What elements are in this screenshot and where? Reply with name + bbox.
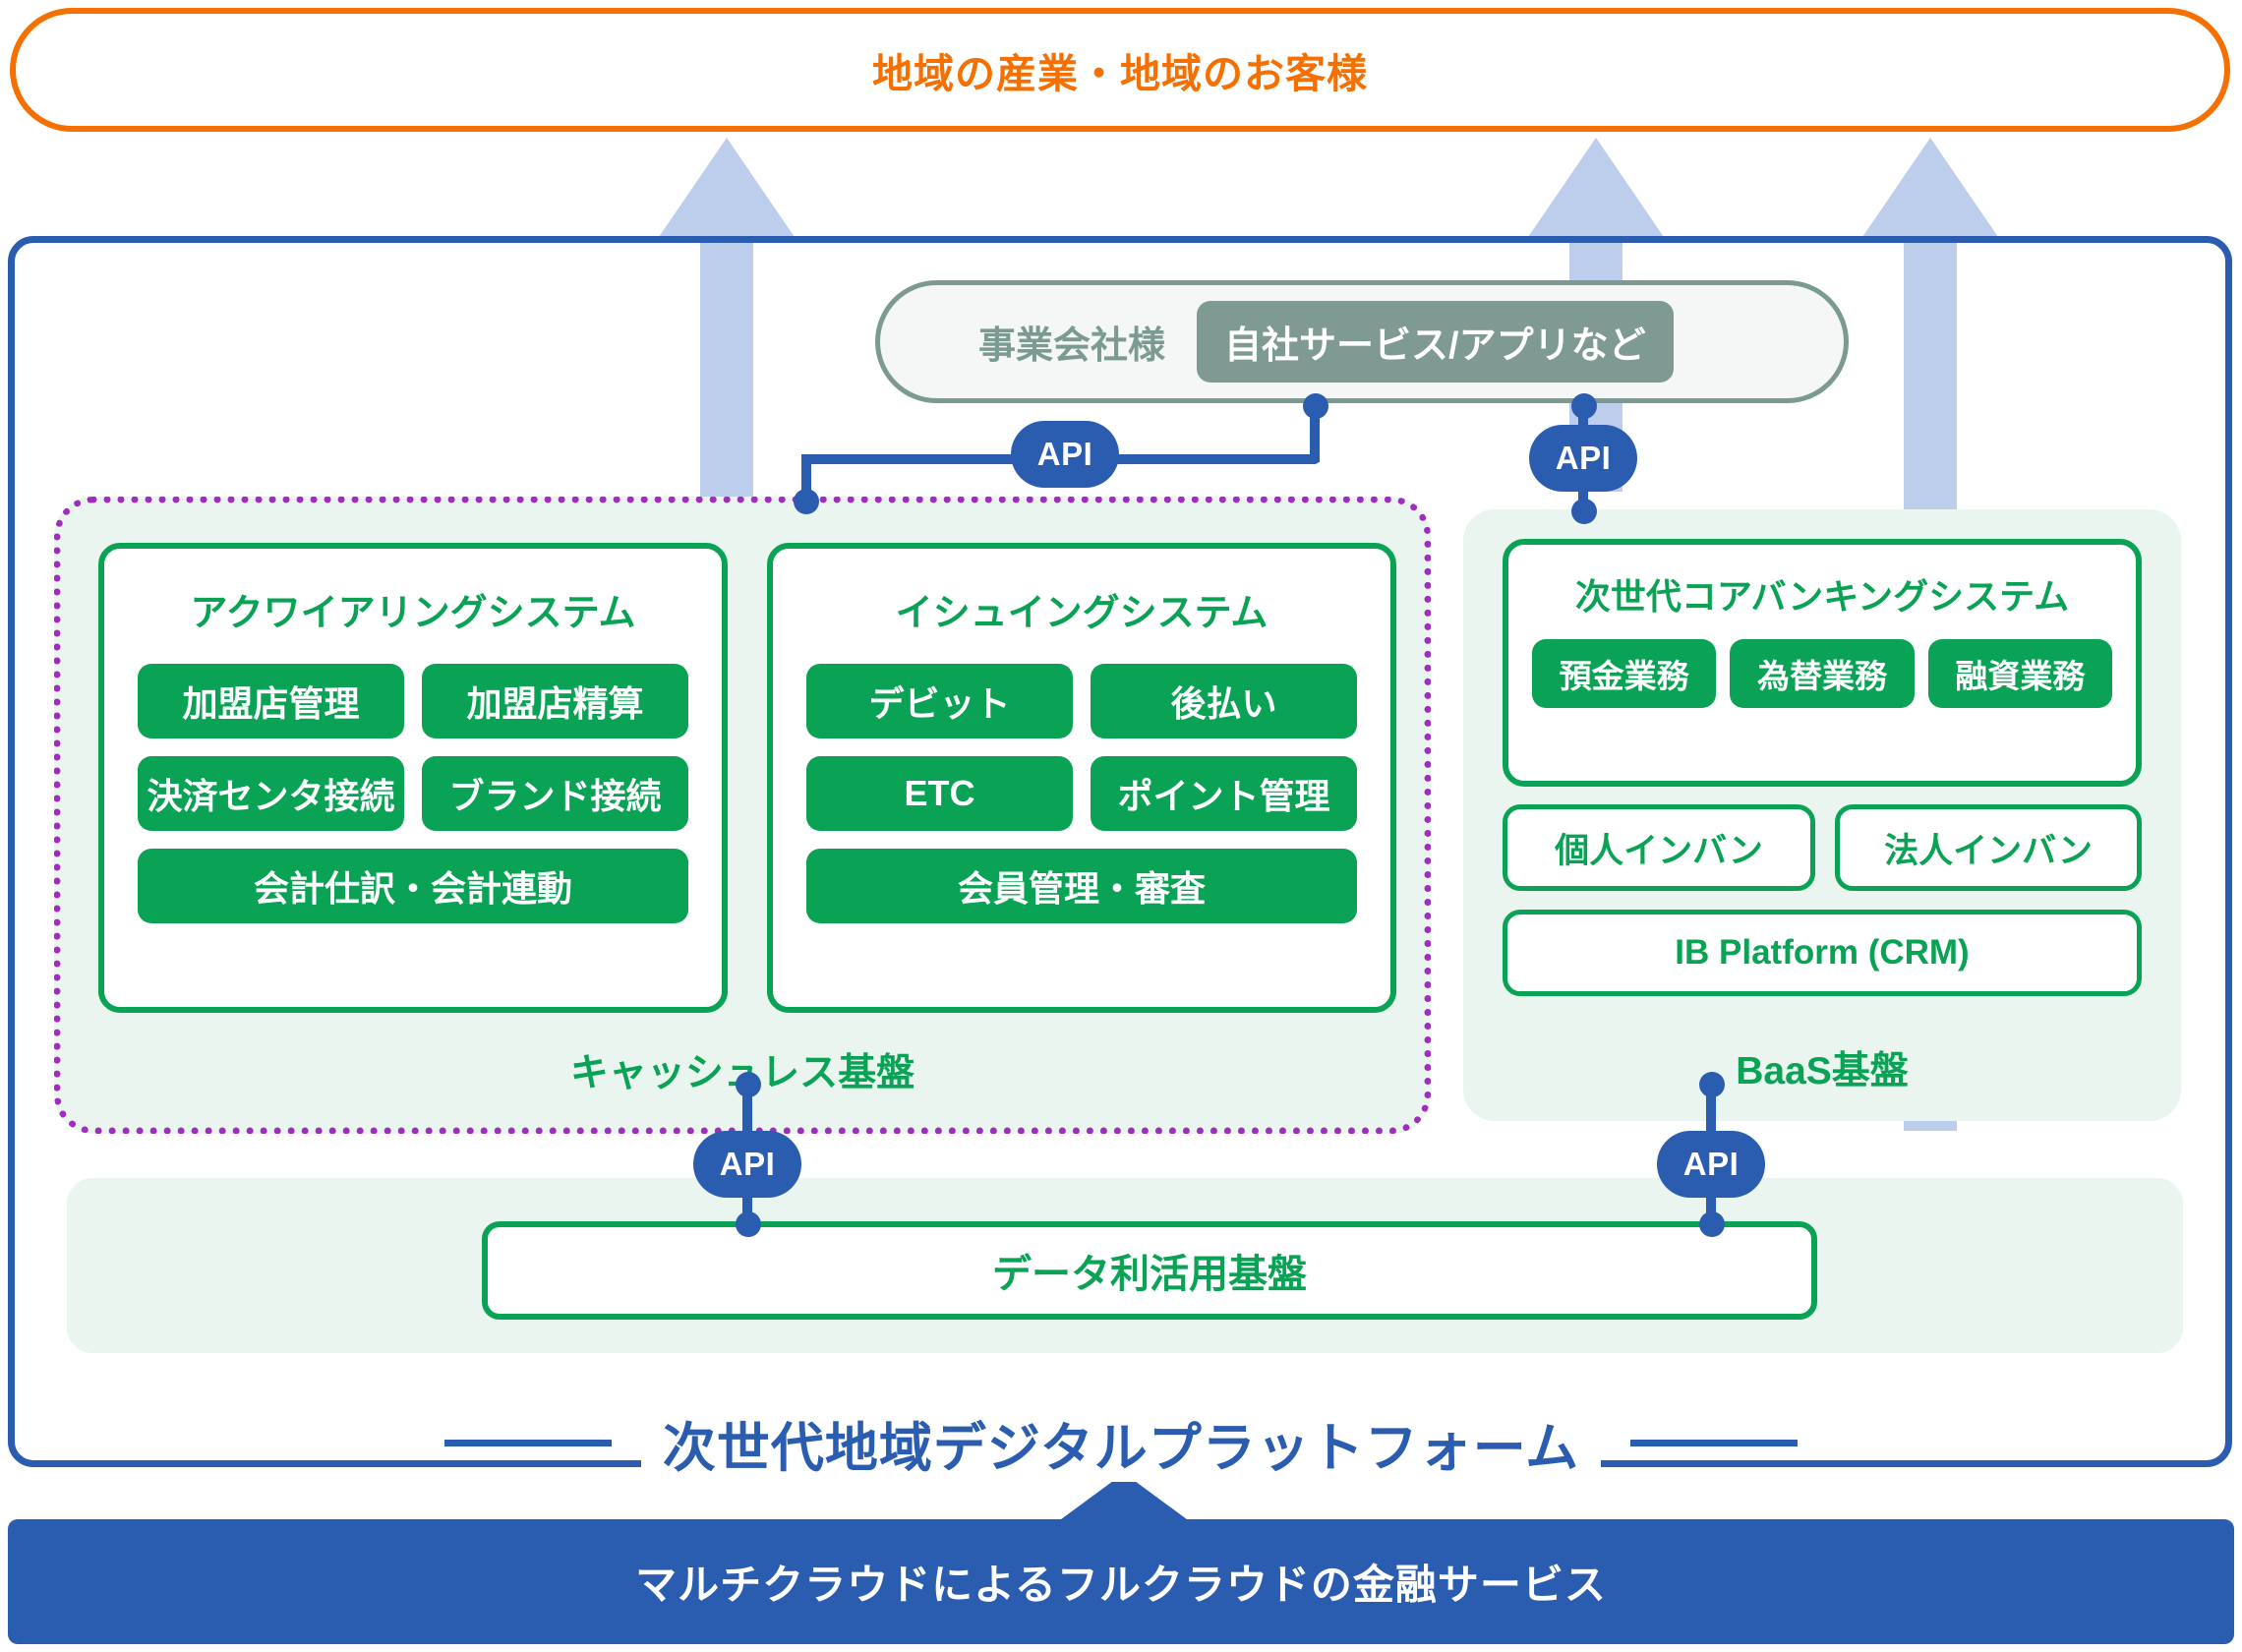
acquiring-feature-grid: 加盟店管理 加盟店精算 決済センタ接続 ブランド接続 会計仕訳・会計連動 xyxy=(104,664,722,923)
data-platform-card[interactable]: データ利活用基盤 xyxy=(482,1221,1817,1320)
arrow-head xyxy=(1860,138,2000,240)
core-banking-system-card: 次世代コアバンキングシステム 預金業務 為替業務 融資業務 xyxy=(1503,539,2142,787)
api-badge-baas-to-data[interactable]: API xyxy=(1657,1131,1765,1198)
feature-pill[interactable]: ポイント管理 xyxy=(1091,756,1357,831)
outline-pill-personal-internet-banking[interactable]: 個人インバン xyxy=(1503,804,1815,891)
acquiring-system-title: アクワイアリングシステム xyxy=(190,593,636,634)
core-banking-system-title: 次世代コアバンキングシステム xyxy=(1574,576,2070,617)
feature-pill[interactable]: 会員管理・審査 xyxy=(806,849,1357,923)
platform-title-label: 次世代地域デジタルプラットフォーム xyxy=(640,1403,1602,1482)
core-banking-feature-grid: 預金業務 為替業務 融資業務 xyxy=(1508,639,2136,708)
feature-pill[interactable]: 加盟店管理 xyxy=(138,664,404,738)
issuing-system-title: イシュイングシステム xyxy=(895,593,1268,634)
api-badge-cashless-to-data[interactable]: API xyxy=(693,1131,801,1198)
platform-title: 次世代地域デジタルプラットフォーム xyxy=(0,1403,2242,1482)
baas-platform-caption: BaaS基盤 xyxy=(1736,1050,1909,1092)
outline-pill-corporate-internet-banking[interactable]: 法人インバン xyxy=(1835,804,2142,891)
customers-banner: 地域の産業・地域のお客様 xyxy=(10,8,2230,132)
data-platform-label: データ利活用基盤 xyxy=(992,1253,1307,1296)
connector-line xyxy=(1706,1080,1716,1141)
title-rule-right xyxy=(1630,1439,1799,1446)
own-service-chip: 自社サービス/アプリなど xyxy=(1197,301,1674,383)
connector-dot xyxy=(736,1211,761,1237)
connector-line xyxy=(1310,403,1320,462)
cloud-service-bar: マルチクラウドによるフルクラウドの金融サービス xyxy=(8,1519,2234,1644)
outline-pill-ib-platform-crm[interactable]: IB Platform (CRM) xyxy=(1503,910,2142,996)
business-company-label: 事業会社様 xyxy=(978,325,1166,367)
feature-pill[interactable]: 為替業務 xyxy=(1730,639,1915,708)
feature-pill[interactable]: 預金業務 xyxy=(1532,639,1717,708)
connector-line xyxy=(742,1080,752,1141)
api-badge-service-to-cashless[interactable]: API xyxy=(1011,421,1119,488)
connector-dot xyxy=(1303,393,1328,419)
feature-pill[interactable]: 後払い xyxy=(1091,664,1357,738)
feature-pill[interactable]: 融資業務 xyxy=(1927,639,2112,708)
feature-pill[interactable]: ETC xyxy=(806,756,1073,831)
arrow-head xyxy=(657,138,796,240)
connector-dot xyxy=(1699,1072,1725,1097)
title-rule-left xyxy=(443,1439,612,1446)
feature-pill[interactable]: 決済センタ接続 xyxy=(138,756,404,831)
issuing-system-card: イシュイングシステム デビット 後払い ETC ポイント管理 会員管理・審査 xyxy=(767,543,1396,1013)
business-company-box: 事業会社様 自社サービス/アプリなど xyxy=(875,280,1849,403)
feature-pill[interactable]: 会計仕訳・会計連動 xyxy=(138,849,688,923)
connector-line xyxy=(801,454,811,508)
connector-dot xyxy=(794,489,819,514)
issuing-feature-grid: デビット 後払い ETC ポイント管理 会員管理・審査 xyxy=(773,664,1390,923)
api-badge-service-to-baas[interactable]: API xyxy=(1529,425,1637,492)
customers-banner-label: 地域の産業・地域のお客様 xyxy=(872,51,1368,96)
arrow-head xyxy=(1526,138,1666,240)
feature-pill[interactable]: デビット xyxy=(806,664,1073,738)
feature-pill[interactable]: ブランド接続 xyxy=(422,756,688,831)
cloud-service-label: マルチクラウドによるフルクラウドの金融サービス xyxy=(635,1562,1607,1608)
connector-dot xyxy=(736,1072,761,1097)
feature-pill[interactable]: 加盟店精算 xyxy=(422,664,688,738)
acquiring-system-card: アクワイアリングシステム 加盟店管理 加盟店精算 決済センタ接続 ブランド接続 … xyxy=(98,543,728,1013)
connector-dot xyxy=(1571,499,1597,524)
connector-dot xyxy=(1699,1211,1725,1237)
connector-dot xyxy=(1571,393,1597,419)
